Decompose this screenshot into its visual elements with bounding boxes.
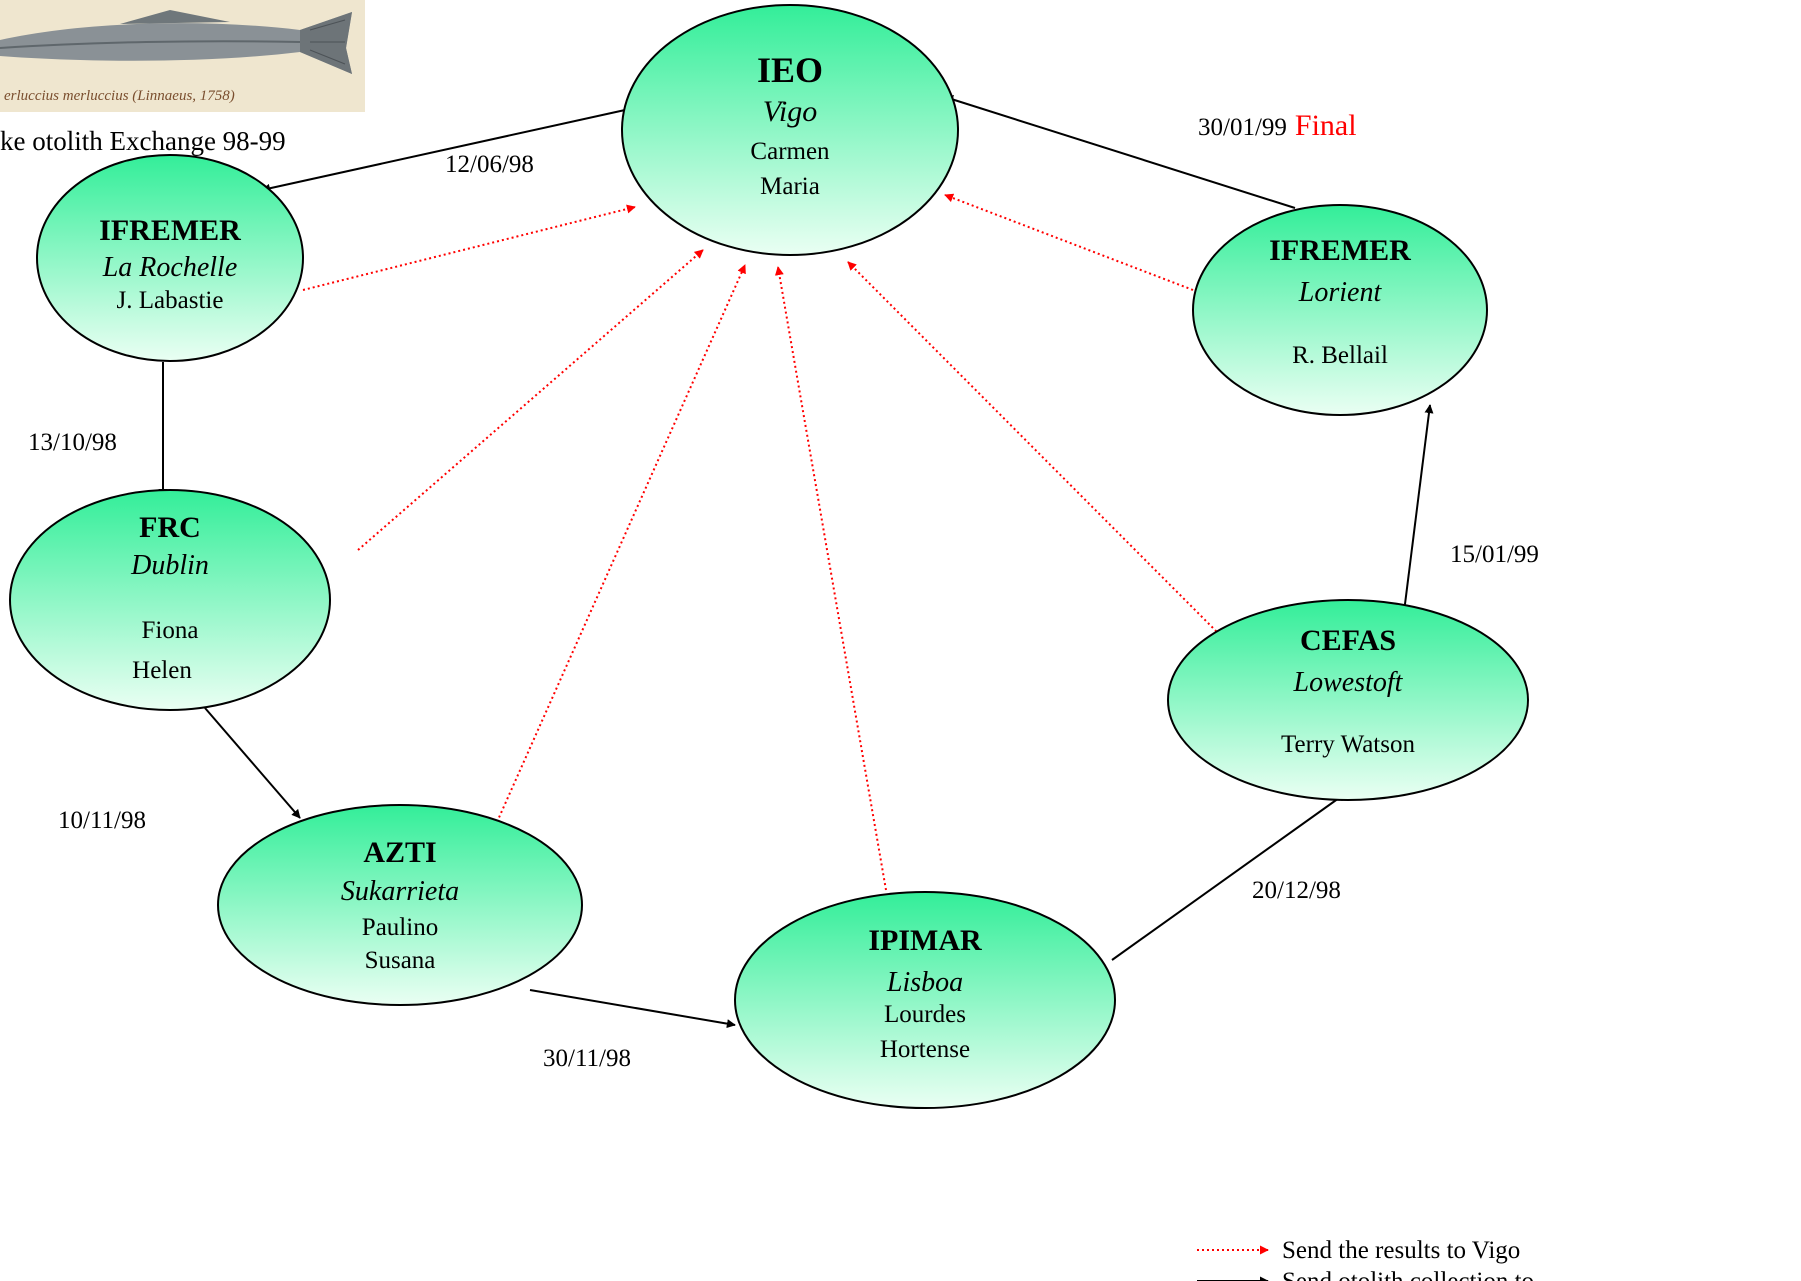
diagram-title: ke otolith Exchange 98-99 [0, 126, 286, 156]
result-arrow-frc [357, 249, 704, 551]
shipment-date: 10/11/98 [58, 807, 146, 834]
node-person: J. Labastie [117, 287, 224, 314]
result-arrow-ifremer-lorient [944, 193, 1194, 291]
hake-image-caption: erluccius merluccius (Linnaeus, 1758) [4, 88, 235, 104]
legend-collection-label: Send otolith collection to [1282, 1268, 1534, 1281]
node-location: Lowestoft [1293, 667, 1404, 698]
node-ifremer-larochelle: IFREMER La Rochelle J. Labastie [36, 154, 304, 362]
node-ellipse [36, 154, 304, 362]
shipment-arrow-ipimar-to-cefas [1111, 792, 1347, 961]
shipment-arrow-cefas-to-ifremer-lorient [1403, 404, 1434, 613]
node-person: Paulino [362, 914, 438, 941]
shipment-date: 30/11/98 [543, 1045, 631, 1072]
shipment-date: 13/10/98 [28, 429, 117, 456]
node-ellipse [9, 489, 331, 711]
node-location: Lorient [1298, 277, 1383, 308]
hake-illustration: erluccius merluccius (Linnaeus, 1758) [0, 0, 365, 112]
node-name: FRC [139, 511, 201, 544]
node-person: Maria [760, 173, 820, 200]
node-person: Carmen [750, 138, 830, 165]
result-arrow-azti [496, 264, 746, 823]
node-person: Terry Watson [1281, 731, 1415, 758]
node-person: Helen [132, 657, 192, 684]
node-ifremer-lorient: IFREMER Lorient R. Bellail [1192, 204, 1488, 416]
result-arrow-cefas [847, 261, 1221, 636]
node-person: Hortense [880, 1036, 970, 1063]
node-name: IPIMAR [868, 924, 982, 957]
result-arrow-ipimar [774, 266, 887, 891]
node-person: Lourdes [884, 1001, 966, 1028]
shipment-arrow-ifremer-lorient-to-ieo [944, 95, 1296, 209]
shipment-arrow-frc-to-azti [204, 707, 301, 819]
node-name: IFREMER [1269, 234, 1411, 267]
legend-results-label: Send the results to Vigo [1282, 1237, 1520, 1264]
node-ellipse [217, 804, 583, 1006]
node-name: IEO [757, 50, 823, 90]
node-location: Vigo [763, 95, 817, 128]
node-name: IFREMER [99, 214, 241, 247]
node-ellipse [734, 891, 1116, 1109]
node-ellipse [1192, 204, 1488, 416]
node-name: AZTI [363, 836, 436, 869]
shipment-date: 15/01/99 [1450, 541, 1539, 568]
final-label: Final [1295, 109, 1357, 142]
shipment-arrow-azti-to-ipimar [529, 989, 736, 1029]
node-location: La Rochelle [102, 252, 238, 283]
shipment-arrow-ieo-to-ifremer-larochelle [261, 109, 626, 193]
shipment-date: 12/06/98 [445, 151, 534, 178]
node-person: Fiona [142, 617, 199, 644]
result-arrow-ifremer-larochelle [302, 204, 636, 291]
node-ellipse [621, 4, 959, 256]
node-location: Sukarrieta [341, 876, 459, 907]
shipment-date: 20/12/98 [1252, 877, 1341, 904]
node-person: Susana [365, 947, 436, 974]
node-person: R. Bellail [1292, 342, 1388, 369]
node-location: Lisboa [886, 967, 963, 998]
node-ellipse [1167, 599, 1529, 801]
node-location: Dublin [130, 550, 209, 581]
node-name: CEFAS [1300, 624, 1396, 657]
